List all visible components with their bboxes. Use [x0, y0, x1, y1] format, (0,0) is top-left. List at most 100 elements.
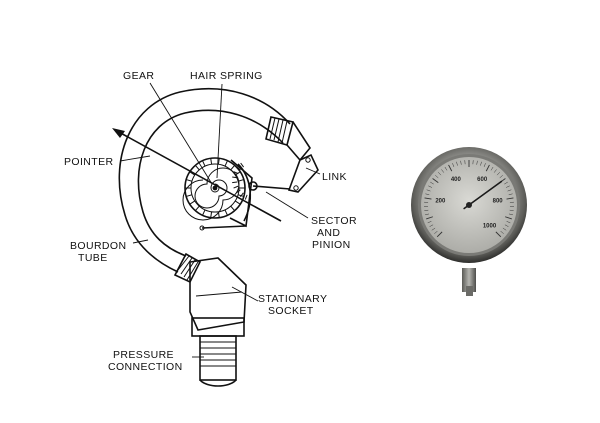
gear-tooth: [202, 209, 206, 216]
gauge-tick: [500, 230, 504, 234]
gauge-tick: [483, 163, 486, 167]
gear-tooth: [189, 171, 196, 176]
sector-tooth: [233, 185, 239, 189]
gauge-tick: [452, 163, 455, 167]
gauge-tick: [504, 224, 509, 227]
gear-tooth: [186, 194, 193, 197]
gauge-tick: [426, 216, 433, 220]
gear-tooth: [186, 179, 193, 182]
gauge-tick: [425, 193, 430, 196]
gauge-tick: [429, 224, 434, 227]
label-bourdon-line1: BOURDON: [70, 240, 126, 252]
gear-tooth: [202, 160, 206, 167]
gauge-tick: [507, 189, 512, 192]
gauge-tick: [505, 216, 512, 220]
gear-teeth: [185, 158, 245, 218]
bourdon-tube: [118, 88, 311, 284]
sector-tooth: [236, 189, 241, 194]
gear-tooth: [230, 165, 236, 171]
label-sector-line2: AND: [317, 227, 340, 239]
gear: [182, 157, 246, 221]
gauge-tick: [456, 161, 458, 166]
bourdon-diagram: GEAR HAIR SPRING POINTER LINK SECTOR AND…: [64, 70, 357, 387]
gauge-tick: [431, 227, 436, 231]
gear-tooth: [194, 165, 200, 171]
gauge-tick: [426, 189, 431, 192]
gauge-tick: [490, 166, 494, 171]
gauge-tick: [496, 172, 500, 176]
gauge-tick: [460, 160, 462, 165]
gauge-tick: [427, 221, 432, 224]
gear-tooth: [217, 158, 220, 165]
gauge-tick: [428, 185, 433, 188]
gauge-tick: [435, 175, 439, 179]
tube-tip-clamp: [265, 116, 311, 162]
gauge-needle-hub: [466, 202, 472, 208]
dial-number-400: 400: [451, 177, 462, 183]
dial-number-600: 600: [477, 177, 488, 183]
gear-tooth: [189, 200, 196, 205]
label-pressure-line1: PRESSURE: [113, 349, 174, 361]
sector-tooth: [236, 166, 241, 171]
hair-spring: [182, 167, 240, 221]
gear-tooth: [234, 200, 241, 205]
label-stationary-line2: SOCKET: [268, 305, 314, 317]
gauge-tick: [476, 160, 478, 165]
gauge-tick: [499, 175, 503, 179]
gauge-tick: [438, 172, 442, 176]
label-pressure-line2: CONNECTION: [108, 361, 183, 373]
pressure-connection: [199, 335, 237, 387]
gauge-tick: [506, 221, 511, 224]
gauge-tick: [480, 161, 482, 166]
gear-tooth: [194, 205, 200, 211]
sector-teeth: [232, 162, 248, 200]
gauge-tick: [505, 185, 510, 188]
gauge-tick: [502, 227, 507, 231]
gauge-tick: [506, 197, 514, 200]
leader-lines: [119, 82, 321, 358]
stationary-socket: [189, 257, 247, 337]
gauge-tick: [504, 181, 508, 185]
pointer: [112, 128, 282, 222]
gauge-tick: [434, 230, 438, 234]
dial-number-200: 200: [435, 198, 446, 204]
gauge-tick: [425, 213, 430, 216]
label-link: LINK: [322, 171, 347, 183]
dial-number-800: 800: [493, 198, 504, 204]
sector-tooth: [239, 192, 244, 198]
sector-tooth: [244, 194, 248, 200]
gauge-numbers: 200 400 600 800 1000: [435, 177, 503, 229]
gear-tooth: [224, 209, 228, 216]
gauge-tick: [424, 209, 429, 211]
sector-tooth: [232, 181, 238, 184]
label-gear: GEAR: [123, 70, 154, 82]
gauge-tick: [441, 169, 445, 173]
gauge-tick: [509, 209, 514, 211]
pressure-gauge-photo: 200 400 600 800 1000: [411, 147, 527, 296]
gauge-ticks: [424, 160, 514, 238]
gear-tooth: [210, 158, 213, 165]
sector-tooth: [232, 176, 238, 179]
gauge-tick: [432, 178, 439, 184]
sector-tooth: [240, 162, 244, 168]
gauge-tick: [508, 213, 513, 216]
tube-base-clamp: [173, 252, 202, 284]
label-hair-spring: HAIR SPRING: [190, 70, 263, 82]
gear-tooth: [224, 160, 228, 167]
label-pointer: POINTER: [64, 156, 113, 168]
gauge-tick: [430, 181, 434, 185]
gear-tooth: [210, 211, 213, 218]
sector-tooth: [233, 171, 239, 175]
gauge-tick: [495, 231, 502, 238]
label-bourdon-line2: TUBE: [78, 252, 108, 264]
gauge-tick: [485, 164, 490, 172]
link: [252, 153, 319, 193]
gauge-tick: [444, 166, 448, 171]
gauge-tick: [436, 231, 443, 238]
gauge-tick: [448, 164, 453, 172]
dial-number-1000: 1000: [483, 224, 497, 230]
gear-tooth: [230, 205, 236, 211]
label-sector-line3: PINION: [312, 239, 351, 251]
label-sector-line1: SECTOR: [311, 215, 357, 227]
